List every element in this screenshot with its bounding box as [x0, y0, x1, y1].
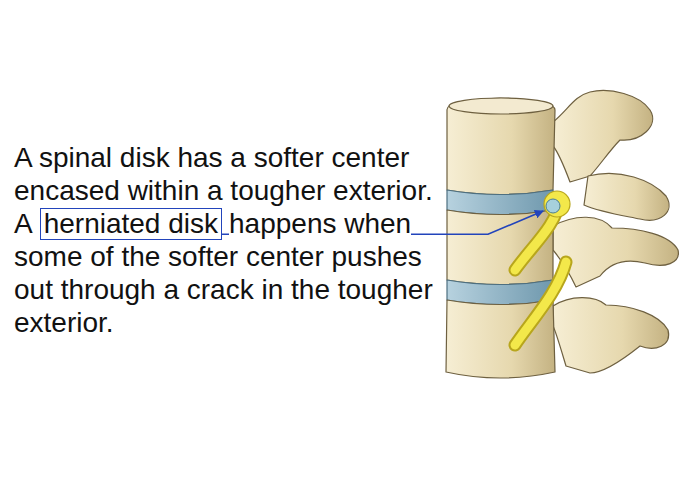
- nerve-root: [515, 262, 566, 345]
- nerve-sheath: [544, 191, 570, 217]
- posterior-process: [553, 298, 669, 373]
- vertebral-body: [447, 98, 555, 195]
- term-text: herniated disk: [44, 208, 218, 239]
- posterior-process: [553, 217, 678, 287]
- posterior-process: [553, 91, 653, 182]
- vertebral-body: [449, 98, 553, 114]
- nerve-root: [515, 200, 560, 270]
- herniation: [546, 199, 560, 213]
- nerve-root: [515, 200, 560, 270]
- nerve-root: [515, 262, 566, 345]
- posterior-process: [584, 173, 669, 220]
- spinal-disk: [447, 280, 553, 305]
- description-text: A spinal disk has a softer center encase…: [14, 141, 442, 339]
- nerve-roots: [515, 200, 566, 345]
- term-box: herniated disk: [40, 208, 222, 240]
- spinal-disk: [447, 190, 553, 215]
